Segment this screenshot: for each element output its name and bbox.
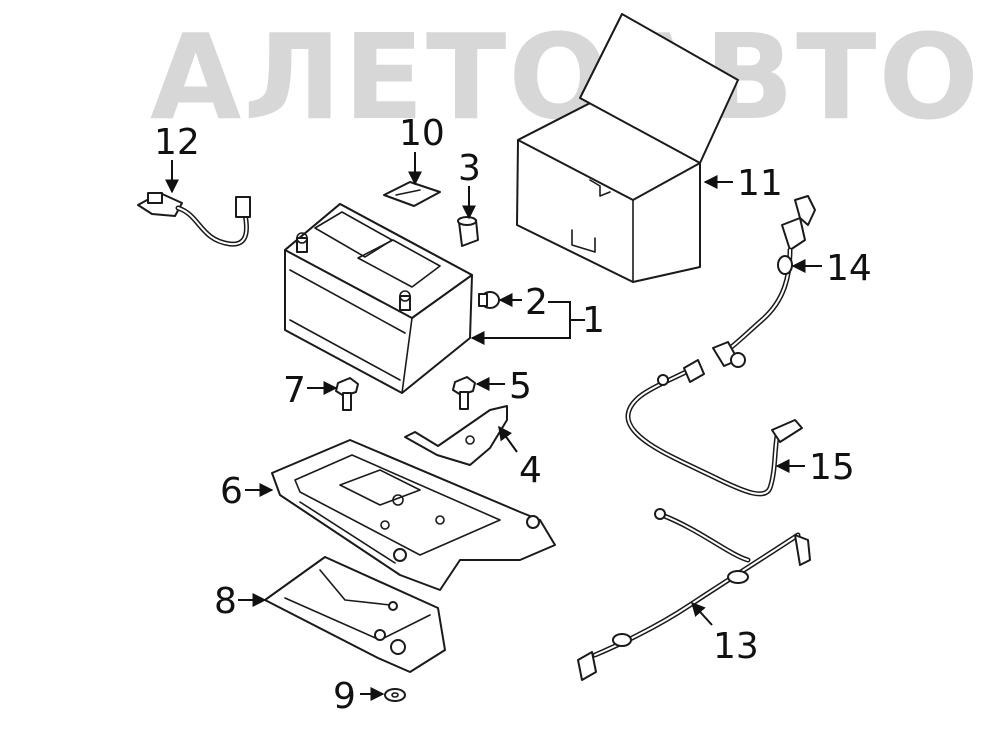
callout-4: 4 <box>519 450 542 491</box>
bracket-4 <box>404 405 508 466</box>
leader-lines <box>165 152 822 701</box>
callout-5: 5 <box>509 366 532 407</box>
callout-12: 12 <box>154 122 200 163</box>
cable-15 <box>625 359 803 497</box>
callout-14: 14 <box>826 248 872 289</box>
callout-8: 8 <box>214 581 237 622</box>
callout-10: 10 <box>399 113 445 154</box>
label-sticker-10 <box>383 181 441 207</box>
washer-9 <box>384 688 406 702</box>
callout-labels: 1 2 3 4 5 6 7 8 9 10 11 12 13 14 15 <box>154 113 872 717</box>
callout-2: 2 <box>525 282 548 323</box>
battery-cover-11 <box>516 13 739 283</box>
vent-plug-2 <box>478 291 500 309</box>
callout-1: 1 <box>582 300 605 341</box>
harness-13 <box>577 508 811 681</box>
sensor-12 <box>137 192 251 247</box>
battery-1 <box>284 203 473 394</box>
battery-tray-6 <box>271 439 556 591</box>
callout-13: 13 <box>713 626 759 667</box>
bolt-7 <box>335 377 359 411</box>
callout-15: 15 <box>809 447 855 488</box>
plug-3 <box>457 216 479 247</box>
callout-3: 3 <box>458 148 481 189</box>
cable-14 <box>712 195 816 368</box>
callout-11: 11 <box>737 163 783 204</box>
callout-7: 7 <box>283 370 306 411</box>
callout-6: 6 <box>220 471 243 512</box>
callout-9: 9 <box>333 676 356 717</box>
tray-support-8 <box>264 556 446 673</box>
bolt-5 <box>452 376 476 410</box>
